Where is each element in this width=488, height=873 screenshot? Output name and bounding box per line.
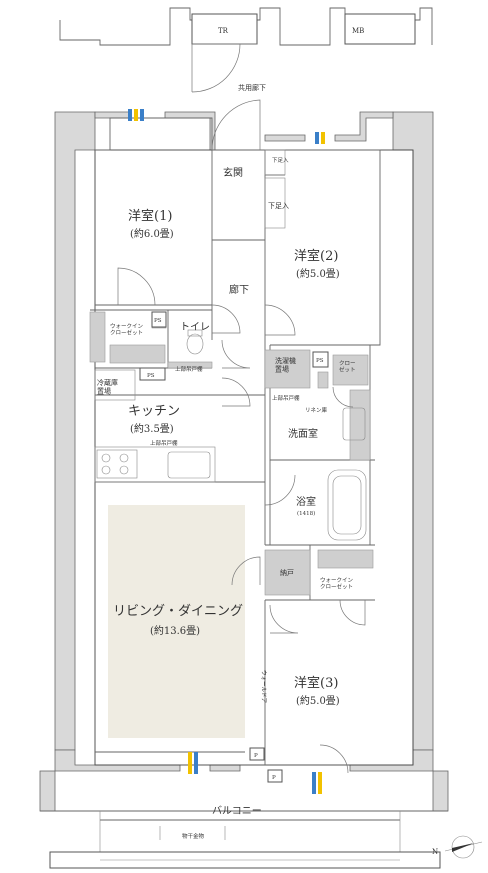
doors [117, 99, 366, 774]
north-compass [444, 835, 483, 859]
room3-size: (約5.0畳) [296, 694, 340, 707]
closet-label: クローゼット [339, 360, 356, 374]
tr-label: TR [218, 27, 229, 35]
drying-label: 物干金物 [182, 832, 205, 840]
bath-name: 浴室 [296, 495, 316, 508]
room-labels: 玄関 下足入 下足入 洋室(1) (約6.0畳) 洋室(2) (約5.0畳) 廊… [97, 157, 438, 856]
kitchen-size: (約3.5畳) [130, 422, 174, 435]
closet-fills [89, 311, 374, 596]
room3-name: 洋室(3) [294, 675, 338, 691]
common-corridor-label: 共用廊下 [238, 83, 266, 92]
wic2-label: ウォークインクローゼット [320, 576, 354, 591]
mb-label: MB [352, 27, 364, 35]
washroom-label: 洗面室 [288, 427, 318, 440]
room1-name: 洋室(1) [128, 208, 172, 224]
wall-door-label: ウォールドア [260, 670, 268, 704]
geta1-label: 下足入 [272, 157, 289, 164]
balcony [40, 810, 448, 869]
upper-shelf1-label: 上部吊戸棚 [175, 365, 203, 373]
bath-size: (1418) [297, 510, 315, 517]
ld-size: (約13.6畳) [150, 624, 200, 637]
ld-name: リビング・ダイニング [113, 604, 243, 619]
hallway-label: 廊下 [229, 283, 249, 296]
room2-name: 洋室(2) [294, 248, 338, 264]
ps2-label: PS [147, 373, 155, 379]
balcony-label: バルコニー [212, 805, 262, 817]
ld-rug [108, 505, 245, 738]
kitchen-name: キッチン [128, 404, 180, 419]
toilet-label: トイレ [180, 322, 210, 333]
wic1-label: ウォークインクローゼット [110, 322, 144, 337]
linen-label: リネン庫 [305, 406, 328, 414]
room1-size: (約6.0畳) [130, 227, 174, 240]
washer-label: 洗濯機置場 [275, 356, 296, 373]
upper-shelf2-label: 上部吊戸棚 [150, 439, 178, 447]
genkan-label: 玄関 [223, 166, 243, 179]
fixtures [94, 311, 367, 783]
ps3-label: PS [316, 358, 324, 364]
geta2-label: 下足入 [268, 202, 289, 210]
p2-label: P [272, 775, 276, 781]
p1-label: P [254, 753, 258, 759]
corridor-structures [59, 7, 433, 93]
upper-shelf3-label: 上部吊戸棚 [272, 394, 300, 402]
fridge-label: 冷蔵庫置場 [97, 378, 118, 395]
north-label: N [432, 848, 438, 856]
ps1-label: PS [154, 318, 162, 324]
window-markers [128, 109, 325, 794]
room2-size: (約5.0畳) [296, 267, 340, 280]
storage-label: 納戸 [280, 568, 294, 577]
